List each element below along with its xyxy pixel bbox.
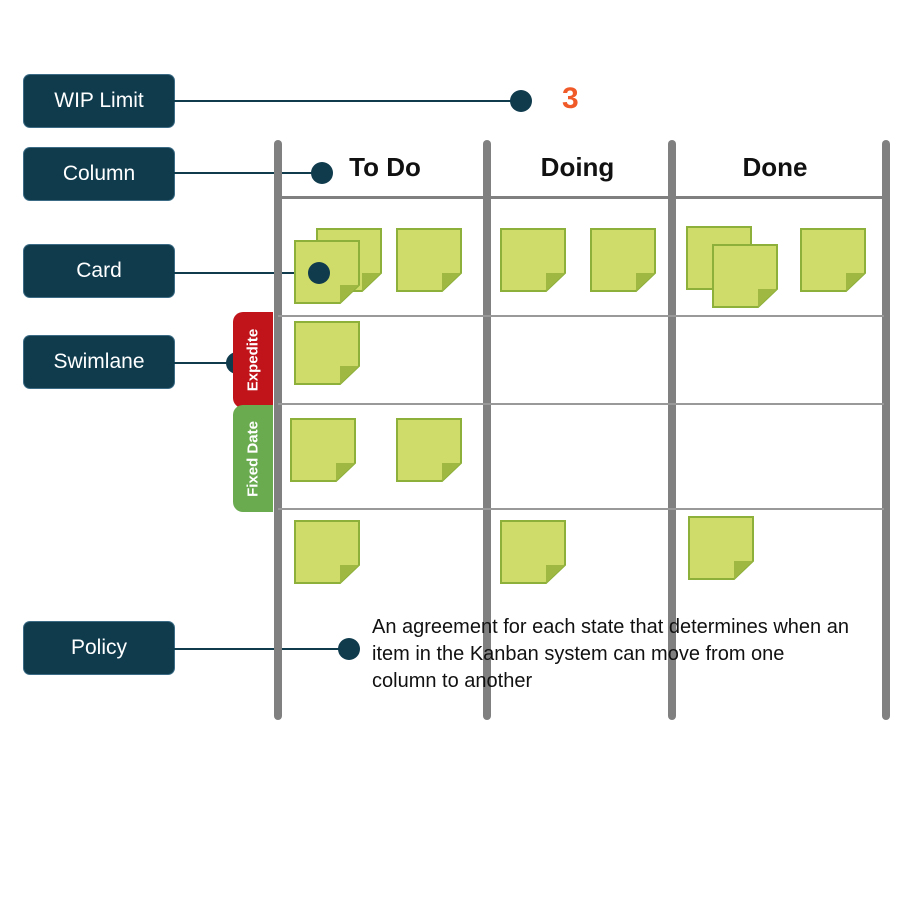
sticky-card [396,228,462,292]
column-divider-2 [668,140,676,720]
wip-limit-label: WIP Limit [24,75,174,127]
board-left-border [274,140,282,720]
column-connector-dot [311,162,333,184]
column-header-todo: To Do [349,152,421,182]
sticky-card [590,228,656,292]
policy-label: Policy [24,622,174,674]
sticky-card [500,520,566,584]
card-connector-dot [308,262,330,284]
sticky-card [290,418,356,482]
swimlane-label: Swimlane [24,336,174,388]
column-connector [174,172,322,174]
column-header-doing: Doing [540,152,615,182]
swimlane-fixed-date-label: Fixed Date [244,420,262,497]
swimlane-divider-2 [278,403,884,405]
column-divider-1 [483,140,491,720]
column-label: Column [24,148,174,200]
sticky-card [500,228,566,292]
sticky-card [800,228,866,292]
sticky-card [294,520,360,584]
header-divider [278,196,884,199]
card-connector [174,272,320,274]
swimlane-divider-1 [278,315,884,317]
wip-limit-connector [174,100,520,102]
sticky-card [294,321,360,385]
policy-description: An agreement for each state that determi… [372,616,849,692]
sticky-card [688,516,754,580]
card-label: Card [24,245,174,297]
swimlane-connector [174,362,238,364]
swimlane-tab-expedite: Expedite [233,312,273,408]
wip-limit-value: 3 [562,82,579,115]
column-header-done: Done [742,152,808,182]
sticky-card [712,244,778,308]
swimlane-expedite-label: Expedite [244,328,262,392]
policy-connector [174,648,350,650]
swimlane-tab-fixed-date: Fixed Date [233,405,273,512]
swimlane-divider-3 [278,508,884,510]
wip-limit-connector-dot [510,90,532,112]
policy-connector-dot [338,638,360,660]
board-right-border [882,140,890,720]
sticky-card [396,418,462,482]
